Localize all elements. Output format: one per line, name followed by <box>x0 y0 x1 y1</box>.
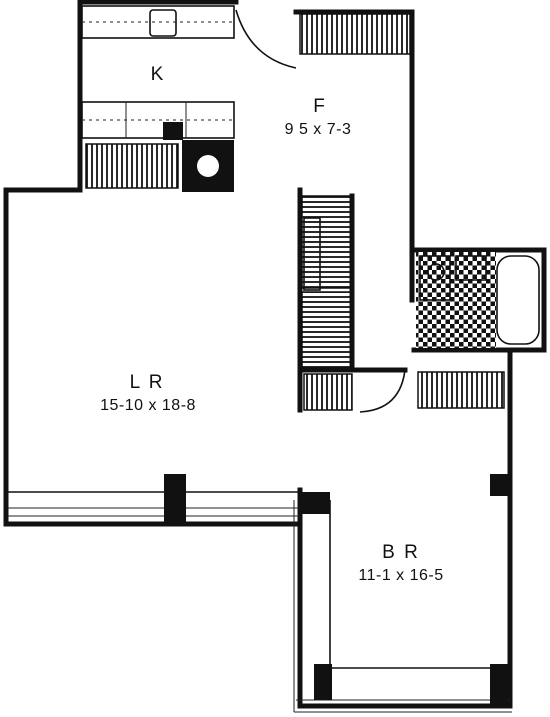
bedroom-door-swing <box>359 369 406 413</box>
living-room-label: L R <box>130 372 165 393</box>
hall-closets <box>301 193 355 371</box>
bathtub-icon <box>496 255 540 345</box>
kitchen-door-swing <box>235 9 297 69</box>
living-room-window <box>8 474 300 522</box>
bedroom-radiator-right <box>417 371 505 409</box>
stove-icon <box>182 140 234 192</box>
bedroom-dimensions: 11-1 x 16-5 <box>358 567 443 584</box>
kitchen-radiator <box>85 143 179 189</box>
living-room-dimensions: 15-10 x 18-8 <box>100 397 196 414</box>
bedroom-window <box>293 474 512 713</box>
foyer-closet-top <box>299 13 411 55</box>
kitchen-counters <box>81 5 235 140</box>
foyer-dimensions: 9 5 x 7-3 <box>285 121 352 138</box>
exterior-walls <box>3 0 547 709</box>
kitchen-label: K <box>151 64 166 85</box>
bedroom-radiator-left <box>303 373 353 411</box>
bedroom-label: B R <box>382 542 420 563</box>
foyer-label: F <box>313 96 327 117</box>
bathroom <box>416 252 540 348</box>
